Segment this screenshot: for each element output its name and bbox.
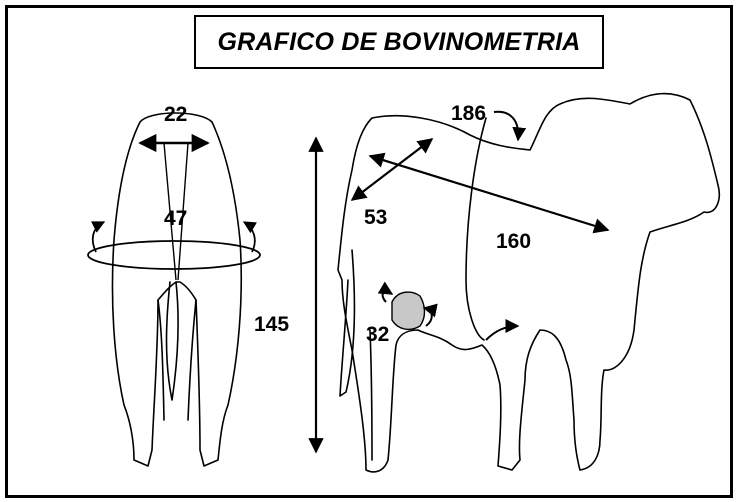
- diagonal-arrow: [350, 138, 434, 201]
- side-body-outline: [337, 92, 720, 473]
- side-view-cow: [337, 92, 720, 473]
- side-tail: [339, 249, 356, 397]
- tail: [165, 281, 179, 401]
- rear-girth-ellipse: [87, 240, 261, 270]
- rear-vertical-lines: [163, 142, 189, 281]
- title-box: GRAFICO DE BOVINOMETRIA: [194, 15, 604, 69]
- rear-body-outline: [111, 112, 243, 467]
- body-length-arrow: [368, 152, 610, 234]
- diagram-frame: [5, 5, 733, 498]
- heart-girth-arrow-top: [493, 110, 527, 142]
- hind-leg-line: [369, 329, 373, 461]
- udder-shape: [391, 291, 426, 331]
- label-width: 22: [164, 103, 187, 126]
- label-diagonal: 53: [364, 206, 387, 229]
- udder-arrow-left: [377, 281, 394, 303]
- label-height: 145: [254, 313, 289, 336]
- label-heart-girth: 186: [451, 102, 486, 125]
- diagram-title: GRAFICO DE BOVINOMETRIA: [217, 27, 581, 56]
- rear-measurements: [87, 133, 261, 281]
- label-rear-girth: 47: [164, 207, 187, 230]
- rear-leg-inner-left: [157, 299, 165, 421]
- rear-view-cow: [111, 112, 243, 467]
- udder-arrow-right: [422, 303, 438, 327]
- label-udder: 32: [366, 323, 389, 346]
- label-body-length: 160: [496, 230, 531, 253]
- rear-girth-arrow-right: [242, 221, 257, 253]
- rear-leg-inner-right: [187, 299, 197, 421]
- girth-curve: [465, 117, 487, 341]
- side-measurements: [308, 110, 610, 454]
- heart-girth-arrow-bottom: [485, 319, 520, 341]
- rear-girth-arrow-left: [91, 221, 106, 253]
